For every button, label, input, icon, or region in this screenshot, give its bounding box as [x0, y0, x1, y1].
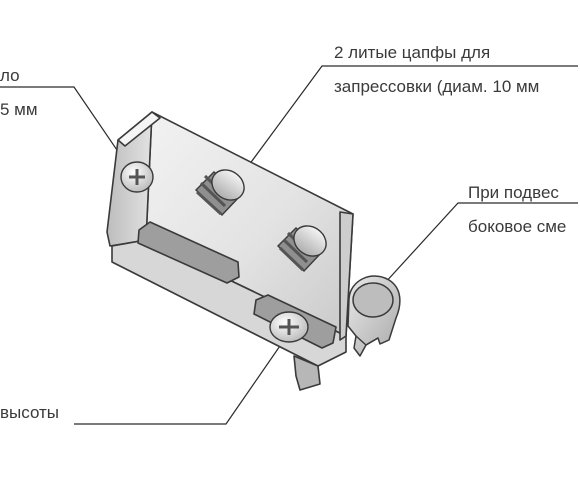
leader-line-top-left [0, 86, 133, 173]
label-top-left-line2: 5 мм [0, 100, 38, 119]
side-clip [347, 275, 401, 357]
label-top-left-line1: ло [0, 66, 20, 85]
height-adjustment-screw [269, 311, 309, 343]
label-right-line2: боковое сме [468, 217, 567, 236]
label-right-line1: При подвес [468, 183, 559, 202]
fixing-screw-left [120, 161, 154, 193]
label-top-right-line2: запрессовки (диам. 10 мм [334, 77, 540, 96]
dowel-pin-lower [277, 225, 327, 272]
leader-lines [0, 65, 578, 425]
leader-line-bottom-left [74, 329, 292, 425]
leader-line-right [372, 202, 578, 297]
label-top-right-line1: 2 литые цапфы для [334, 43, 491, 62]
adjustment-slot-upper [137, 221, 240, 284]
leader-line-top-right [231, 65, 578, 189]
label-bottom-left: высоты [0, 403, 60, 422]
dowel-pin-upper [195, 169, 245, 216]
bracket-right-edge [339, 211, 354, 341]
bracket-foot-tab [293, 355, 321, 391]
bracket-left-edge [117, 111, 161, 147]
